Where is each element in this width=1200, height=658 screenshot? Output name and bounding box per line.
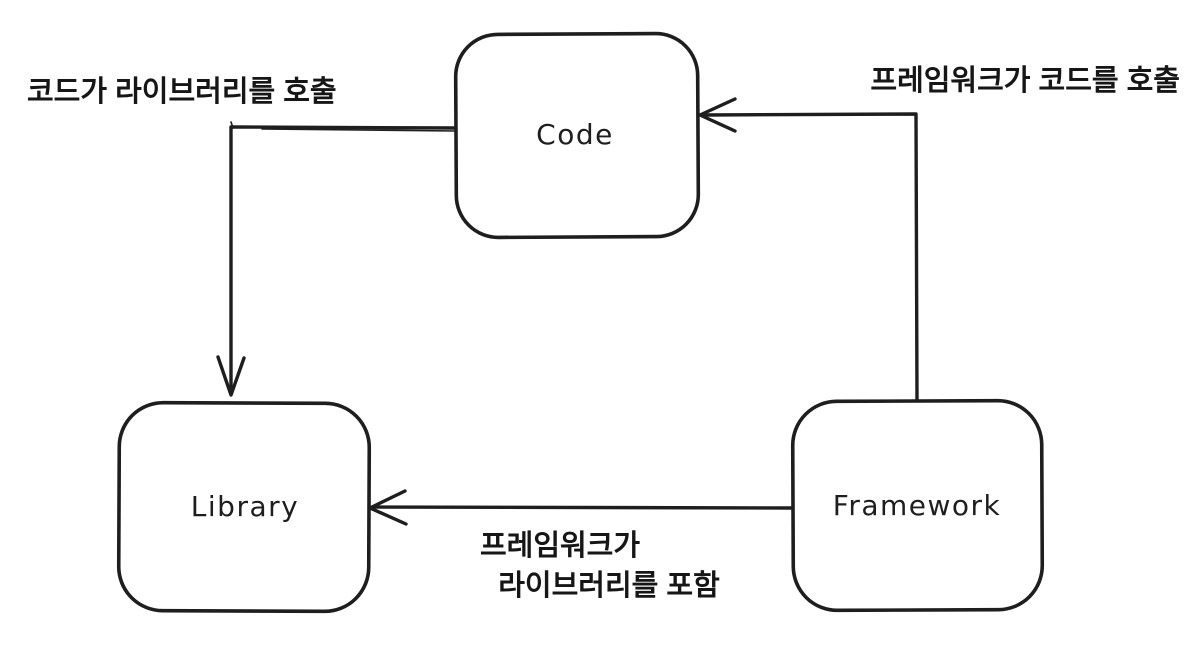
edge-code-to-library <box>216 121 458 397</box>
code-node-label: Code <box>536 118 614 151</box>
edge-framework-to-library-line <box>373 505 795 510</box>
edge-framework-to-code-line <box>702 112 919 403</box>
framework-node: Framework <box>790 398 1045 613</box>
code-node: Code <box>453 31 701 240</box>
arrowhead-left-icon <box>698 97 737 133</box>
edge-code-to-library-corner-tick <box>230 121 234 129</box>
library-node-label: Library <box>191 490 299 523</box>
framework-node-label: Framework <box>833 489 1002 522</box>
framework-node-box <box>790 398 1045 613</box>
arrowhead-down-icon <box>216 355 246 397</box>
edge-framework-to-library <box>368 489 795 526</box>
code-node-box <box>453 31 701 240</box>
edge-label-line-1: 프레임워크가 <box>480 529 640 562</box>
library-node: Library <box>116 400 372 614</box>
edge-code-to-library-line <box>229 125 458 392</box>
library-node-box <box>116 400 372 614</box>
edge-label-code-calls-library: 코드가 라이브러리를 호출 <box>27 75 337 108</box>
edge-label-line-2: 라이브러리를 포함 <box>498 569 720 602</box>
edge-label-framework-includes-library: 프레임워크가 라이브러리를 포함 <box>480 529 720 602</box>
edge-label-framework-calls-code: 프레임워크가 코드를 호출 <box>870 64 1180 97</box>
edge-code-to-library-sketch-stroke <box>261 128 457 132</box>
edge-framework-to-code <box>698 97 919 403</box>
